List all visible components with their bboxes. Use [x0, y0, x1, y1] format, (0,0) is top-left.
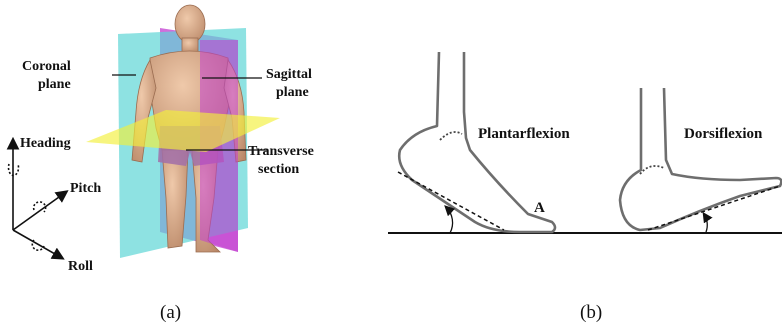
coronal-label-line2: plane	[38, 77, 71, 92]
dorsiflexion-angle-arc	[704, 214, 707, 232]
plantarflexion-ref-line	[398, 172, 504, 230]
sagittal-label-line2: plane	[276, 85, 309, 100]
plantarflexion-label: Plantarflexion	[478, 126, 570, 142]
dorsiflexion-foot	[620, 88, 781, 230]
transverse-label-line2: section	[258, 162, 299, 177]
heading-label: Heading	[20, 136, 71, 151]
point-a-label: A	[534, 200, 545, 216]
plantarflexion-foot	[399, 52, 555, 232]
rotation-axes	[9, 140, 67, 258]
roll-label: Roll	[68, 259, 93, 274]
transverse-label-line1: Transverse	[248, 144, 314, 159]
sagittal-label-line1: Sagittal	[266, 67, 312, 82]
caption-a: (a)	[160, 302, 181, 323]
anatomy-figure	[86, 5, 280, 258]
plantarflexion-angle-arc	[446, 207, 453, 233]
caption-b: (b)	[580, 302, 602, 323]
dorsiflexion-label: Dorsiflexion	[684, 126, 763, 142]
pitch-label: Pitch	[70, 181, 101, 196]
coronal-label-line1: Coronal	[22, 59, 71, 74]
